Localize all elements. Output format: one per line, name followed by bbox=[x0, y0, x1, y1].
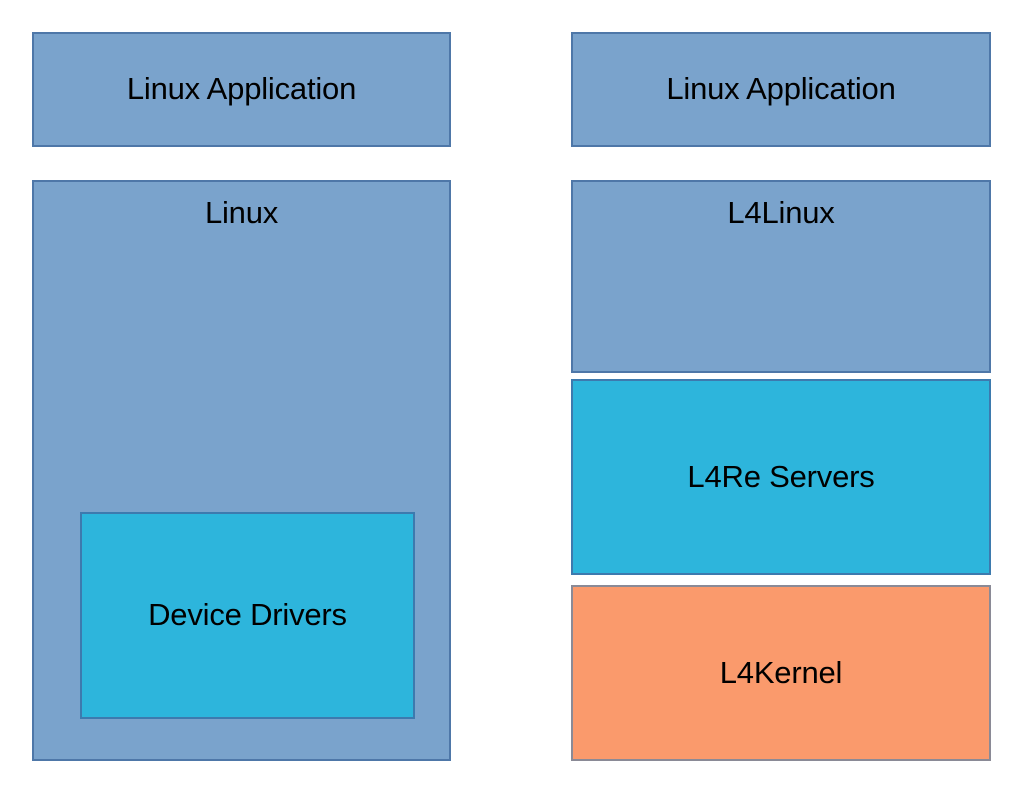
box-label-linux-application-right: Linux Application bbox=[666, 71, 896, 107]
box-l4kernel[interactable]: L4Kernel bbox=[571, 585, 991, 761]
box-l4linux[interactable]: L4Linux bbox=[571, 180, 991, 373]
box-device-drivers[interactable]: Device Drivers bbox=[80, 512, 415, 719]
box-label-l4kernel: L4Kernel bbox=[719, 654, 843, 690]
box-label-device-drivers: Device Drivers bbox=[148, 597, 347, 633]
box-linux-application-right[interactable]: Linux Application bbox=[571, 32, 991, 147]
box-label-linux-application-left: Linux Application bbox=[126, 71, 357, 107]
box-label-l4re-servers: L4Re Servers bbox=[687, 458, 875, 494]
box-linux-application-left[interactable]: Linux Application bbox=[32, 32, 451, 147]
box-label-l4linux: L4Linux bbox=[727, 195, 835, 230]
box-label-linux-kernel: Linux bbox=[204, 195, 279, 230]
box-l4re-servers[interactable]: L4Re Servers bbox=[571, 379, 991, 575]
